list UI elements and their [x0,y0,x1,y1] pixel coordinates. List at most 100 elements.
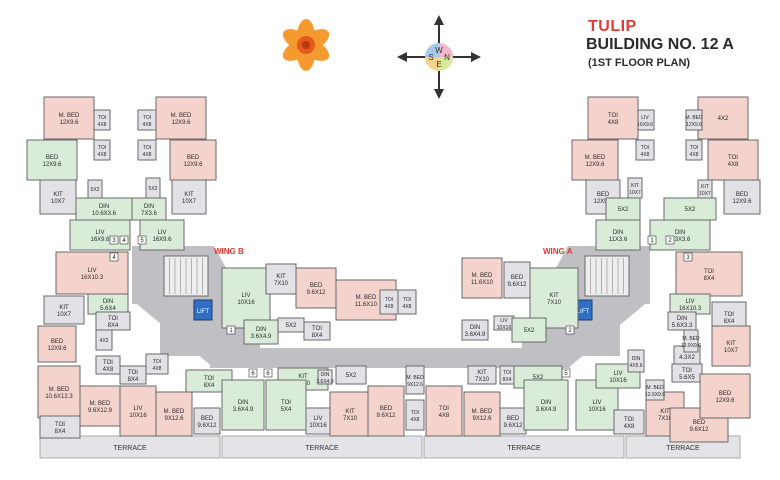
room-name: LIV [87,268,96,274]
room-name: DIN [321,372,330,378]
room-size: 3.6X4.9 [251,334,272,340]
room-name: DIN [256,327,266,333]
room-name: TOI [403,297,411,303]
room-size: 3.6X4.9 [536,407,557,413]
svg-text:1: 1 [229,328,233,334]
room-name: LIV [313,416,322,422]
room-name: M. BED [472,273,493,279]
svg-text:5: 5 [140,238,144,244]
room-size: 12X9.6 [183,162,203,168]
room-size: 10X16 [237,300,255,306]
room-name: 5X2 [91,187,100,193]
room-outline [193,407,221,435]
unit-number: 2 [665,235,675,245]
plan-label: (1ST FLOOR PLAN) [588,57,691,69]
room-name: DIN [99,204,109,210]
room-size: 3.6X4.9 [316,379,333,385]
svg-text:4: 4 [112,255,116,261]
room-outline [95,355,121,375]
room-name: TOI [55,422,65,428]
room: 5X2 [87,179,103,199]
room-size: 10X7 [629,190,641,196]
room-outline [711,325,751,367]
room-size: 16X10.3 [679,306,702,312]
room-outline [119,365,147,385]
room-name: M. BED [646,385,664,391]
room-size: 4X8 [98,122,107,128]
unit-number: 6 [248,368,258,378]
room-outline [221,379,265,431]
room-size: 9.6X12 [376,413,396,419]
room-size: 16X10.3 [81,275,104,281]
svg-text:5: 5 [564,371,568,377]
compass-w: W [435,46,443,55]
room-name: BED [693,420,706,426]
room-outline [367,385,405,437]
room-size: 4X8 [103,367,114,373]
room-outline [69,219,131,251]
room-outline [511,317,547,343]
room-name: TOI [98,115,106,121]
room-size: 7X10 [343,416,358,422]
room-size: 4X8 [143,122,152,128]
room-name: KIT [477,370,487,376]
room-size: 16X9.6 [90,237,110,243]
room-name: TOI [439,406,449,412]
room-size: 12X9.6 [715,398,735,404]
room-size: 8X4 [704,276,715,282]
room-size: 10X16 [609,378,627,384]
room-outline [137,139,157,161]
room-name: 4X2 [100,338,109,344]
room-name: LIV [241,293,250,299]
room-name: KIT [631,183,639,189]
compass-n: N [444,53,450,62]
room-size: 9.6X12 [306,290,326,296]
room-outline [317,369,333,385]
room-name: TOI [128,370,138,376]
room-size: 4X8 [624,424,635,430]
room-size: 10X7 [51,199,66,205]
room-outline [405,399,425,431]
room-size: 10X16 [588,407,606,413]
room-outline [303,321,331,341]
room-size: 8X4 [55,429,66,435]
room-outline [595,219,641,251]
room-outline [461,257,503,299]
room-outline [79,385,121,427]
room-size: 12X9.6 [47,346,67,352]
unit-number: 3 [109,235,119,245]
room-size: 10X7 [699,191,711,197]
room-size: 10X7 [182,199,197,205]
svg-text:1: 1 [650,238,654,244]
svg-text:6: 6 [266,371,270,377]
room-outline [43,96,95,140]
room-outline [645,379,665,401]
staircase-wing-a [584,255,630,297]
room-size: 11.6X10 [355,302,378,308]
room-size: 12X9.6 [42,162,62,168]
room-name: M. BED [585,155,606,161]
room-size: 9X12.6 [472,416,492,422]
staircase-wing-b [163,255,209,297]
room-name: TOI [98,145,106,151]
room-name: TOI [608,113,618,119]
